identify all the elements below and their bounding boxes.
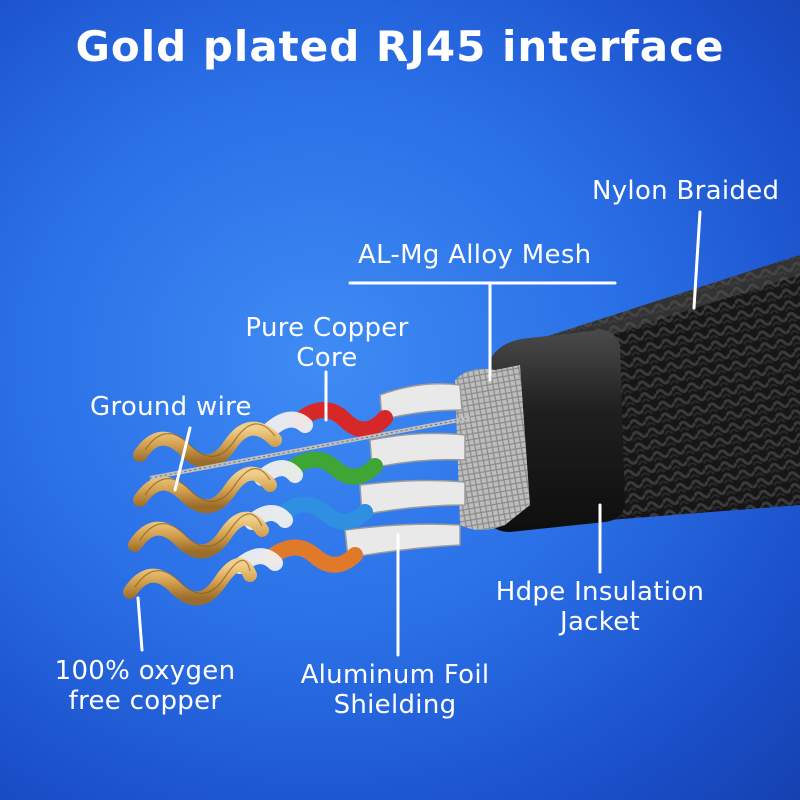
label-ground-wire: Ground wire (90, 392, 252, 422)
alloy-mesh (455, 365, 530, 530)
label-oxygen-free-copper: 100% oxygen free copper (54, 656, 236, 716)
copper-conductors (123, 421, 282, 606)
label-aluminum-foil: Aluminum Foil Shielding (300, 660, 490, 720)
label-hdpe-jacket: Hdpe Insulation Jacket (495, 577, 705, 637)
callout-lines (136, 210, 702, 657)
label-alloy-mesh: AL-Mg Alloy Mesh (358, 240, 592, 270)
colored-pairs (262, 402, 393, 573)
label-copper-core: Pure Copper Core (245, 313, 409, 373)
label-nylon-braided: Nylon Braided (592, 176, 780, 206)
aluminum-foil-wraps (344, 383, 466, 559)
page-title: Gold plated RJ45 interface (75, 22, 725, 71)
